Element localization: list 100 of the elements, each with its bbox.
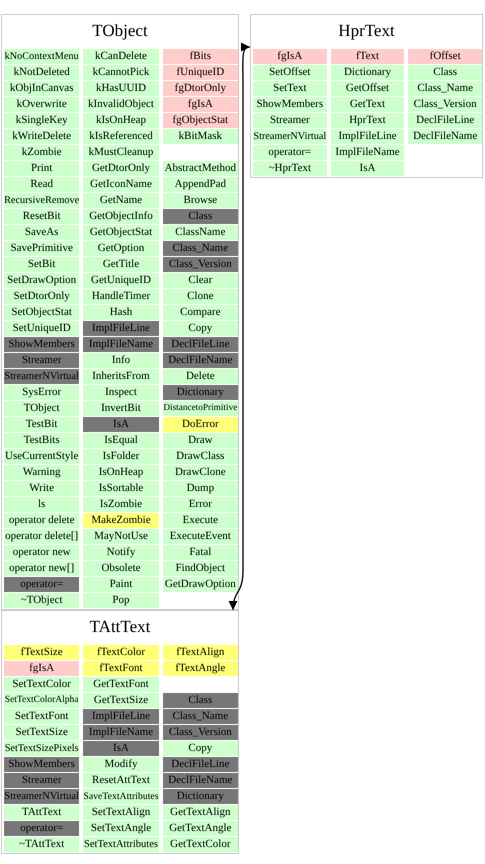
member-entry: DeclFileName (162, 773, 238, 788)
member-entry: SetOffset (253, 65, 327, 80)
member-entry: Draw (162, 433, 238, 448)
member-entry: TObject (4, 401, 80, 416)
member-entry: GetTextAngle (162, 821, 238, 836)
member-entry: AppendPad (162, 177, 238, 192)
member-entry: SavePrimitive (4, 241, 80, 256)
member-entry: Clear (162, 273, 238, 288)
member-entry: SetObjectStat (4, 305, 80, 320)
member-entry: Class (408, 65, 482, 80)
member-entry: Hash (83, 305, 159, 320)
member-entry: MakeZombie (83, 513, 159, 528)
member-entry: ~TAttText (4, 837, 80, 852)
member-entry: fTextAlign (162, 645, 238, 660)
member-entry: fTextAngle (162, 661, 238, 676)
member-entry: Clone (162, 289, 238, 304)
member-entry: SetTextSize (4, 725, 80, 740)
member-entry: ShowMembers (253, 97, 327, 112)
member-entry: TestBit (4, 417, 80, 432)
member-entry: SetTextFont (4, 709, 80, 724)
member-entry: fUniqueID (162, 65, 238, 80)
member-entry: kWriteDelete (4, 129, 80, 144)
member-entry: fTextSize (4, 645, 80, 660)
member-entry: kNoContextMenu (4, 49, 80, 64)
class-box (1, 14, 239, 610)
member-entry: operator new (4, 545, 80, 560)
member-entry: Class_Name (162, 709, 238, 724)
member-entry: fTextColor (83, 645, 159, 660)
member-entry: ClassName (162, 225, 238, 240)
member-entry: GetDtorOnly (83, 161, 159, 176)
member-entry: SetBit (4, 257, 80, 272)
member-entry: SetTextAttributes (83, 837, 159, 852)
member-entry: RecursiveRemove (4, 193, 80, 208)
class-box (1, 610, 239, 854)
member-entry: ResetAttText (83, 773, 159, 788)
member-entry: Dictionary (162, 789, 238, 804)
member-entry: Copy (162, 321, 238, 336)
member-entry: Error (162, 497, 238, 512)
member-entry: operator new[] (4, 561, 80, 576)
member-entry: ImplFileLine (330, 129, 404, 144)
member-entry: SetTextAngle (83, 821, 159, 836)
member-entry: IsA (83, 741, 159, 756)
member-entry: GetUniqueID (83, 273, 159, 288)
member-entry: Class_Version (408, 97, 482, 112)
member-entry: DoError (162, 417, 238, 432)
member-entry: Pop (83, 593, 159, 608)
member-entry: IsEqual (83, 433, 159, 448)
member-entry: fgDtorOnly (162, 81, 238, 96)
member-entry: IsOnHeap (83, 465, 159, 480)
member-entry: GetDrawOption (162, 577, 238, 592)
member-entry: fTextFont (83, 661, 159, 676)
member-entry: ~TObject (4, 593, 80, 608)
member-entry: ImplFileName (330, 145, 404, 160)
member-entry: StreamerNVirtual (4, 789, 80, 804)
member-entry: Dictionary (162, 385, 238, 400)
member-entry: ls (4, 497, 80, 512)
member-entry: DrawClone (162, 465, 238, 480)
member-entry: ShowMembers (4, 337, 80, 352)
member-entry: fgIsA (253, 49, 327, 64)
member-entry: Dump (162, 481, 238, 496)
member-entry: Print (4, 161, 80, 176)
member-entry: Class (162, 209, 238, 224)
member-entry: HprText (330, 113, 404, 128)
member-entry: DeclFileName (408, 129, 482, 144)
member-entry: ImplFileLine (83, 709, 159, 724)
member-entry: ImplFileName (83, 725, 159, 740)
member-entry: TAttText (4, 805, 80, 820)
member-entry: kInvalidObject (83, 97, 159, 112)
member-entry: DeclFileLine (162, 757, 238, 772)
member-entry: Obsolete (83, 561, 159, 576)
member-entry: kIsReferenced (83, 129, 159, 144)
member-entry: Paint (83, 577, 159, 592)
member-entry: FindObject (162, 561, 238, 576)
member-entry: GetTitle (83, 257, 159, 272)
member-entry: Streamer (4, 773, 80, 788)
member-entry: Browse (162, 193, 238, 208)
member-entry: IsA (330, 161, 404, 176)
member-entry: GetText (330, 97, 404, 112)
member-entry: Modify (83, 757, 159, 772)
member-entry: Copy (162, 741, 238, 756)
member-entry: SetTextColor (4, 677, 80, 692)
member-entry: DistancetoPrimitive (162, 401, 238, 416)
member-entry: IsA (83, 417, 159, 432)
member-entry: kSingleKey (4, 113, 80, 128)
member-entry: DeclFileLine (408, 113, 482, 128)
member-entry: kCannotPick (83, 65, 159, 80)
member-entry: Fatal (162, 545, 238, 560)
member-entry: Dictionary (330, 65, 404, 80)
member-entry: Class_Name (408, 81, 482, 96)
member-entry: fgIsA (162, 97, 238, 112)
member-entry: ImplFileLine (83, 321, 159, 336)
member-entry: Info (83, 353, 159, 368)
member-entry: GetTextFont (83, 677, 159, 692)
member-entry: kZombie (4, 145, 80, 160)
member-entry: GetTextSize (83, 693, 159, 708)
member-entry: kCanDelete (83, 49, 159, 64)
class-name: TAttText (88, 617, 152, 637)
member-entry: AbstractMethod (162, 161, 238, 176)
member-entry: GetOption (83, 241, 159, 256)
member-entry: Warning (4, 465, 80, 480)
